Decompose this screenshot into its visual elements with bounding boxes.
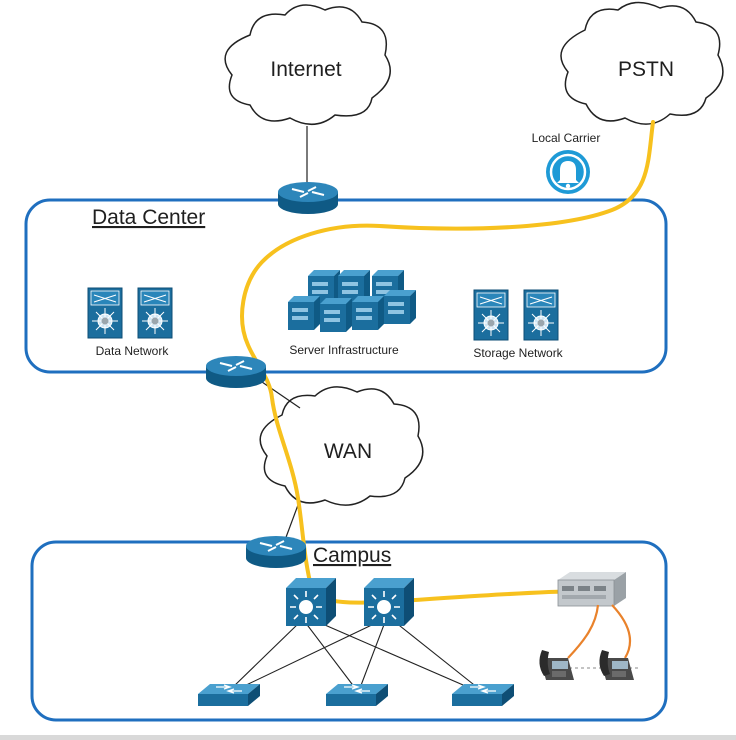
- ip-phone-2: [599, 650, 634, 680]
- internet-router: [277, 181, 339, 215]
- storage-network-label: Storage Network: [473, 346, 563, 360]
- voice-gateway: [557, 572, 626, 607]
- storage-network-switch-1: [473, 289, 509, 341]
- data-center-router: [205, 355, 267, 389]
- wan-label: WAN: [324, 440, 372, 463]
- local-carrier-label: Local Carrier: [532, 131, 601, 145]
- internet-label: Internet: [270, 58, 341, 81]
- pstn-label: PSTN: [618, 58, 674, 81]
- ip-phone-1: [539, 650, 574, 680]
- wan-campus-link: [284, 504, 299, 541]
- data-network-switch-2: [137, 287, 173, 339]
- internet-cloud: [224, 4, 391, 125]
- bell-icon: [546, 150, 590, 194]
- access-switch-3: [451, 683, 515, 707]
- access-switch-1: [197, 683, 261, 707]
- bottom-edge: [0, 735, 736, 740]
- campus-core-switch-2: [363, 577, 415, 627]
- campus-title: Campus: [313, 544, 391, 567]
- campus-router: [245, 535, 307, 569]
- campus-core-switch-1: [285, 577, 337, 627]
- access-switch-2: [325, 683, 389, 707]
- data-center-title: Data Center: [92, 206, 205, 229]
- data-network-label: Data Network: [96, 344, 170, 358]
- campus-links: [231, 621, 479, 689]
- server-cluster: [288, 270, 416, 332]
- phone-link-1: [567, 604, 600, 659]
- wan-cloud: [259, 386, 424, 506]
- data-center-zone: [24, 198, 668, 374]
- storage-network-switch-2: [523, 289, 559, 341]
- campus-zone: [30, 540, 668, 722]
- pstn-cloud: [560, 1, 724, 125]
- phone-link-2: [611, 604, 632, 659]
- data-network-switch-1: [87, 287, 123, 339]
- server-infrastructure-label: Server Infrastructure: [289, 343, 399, 357]
